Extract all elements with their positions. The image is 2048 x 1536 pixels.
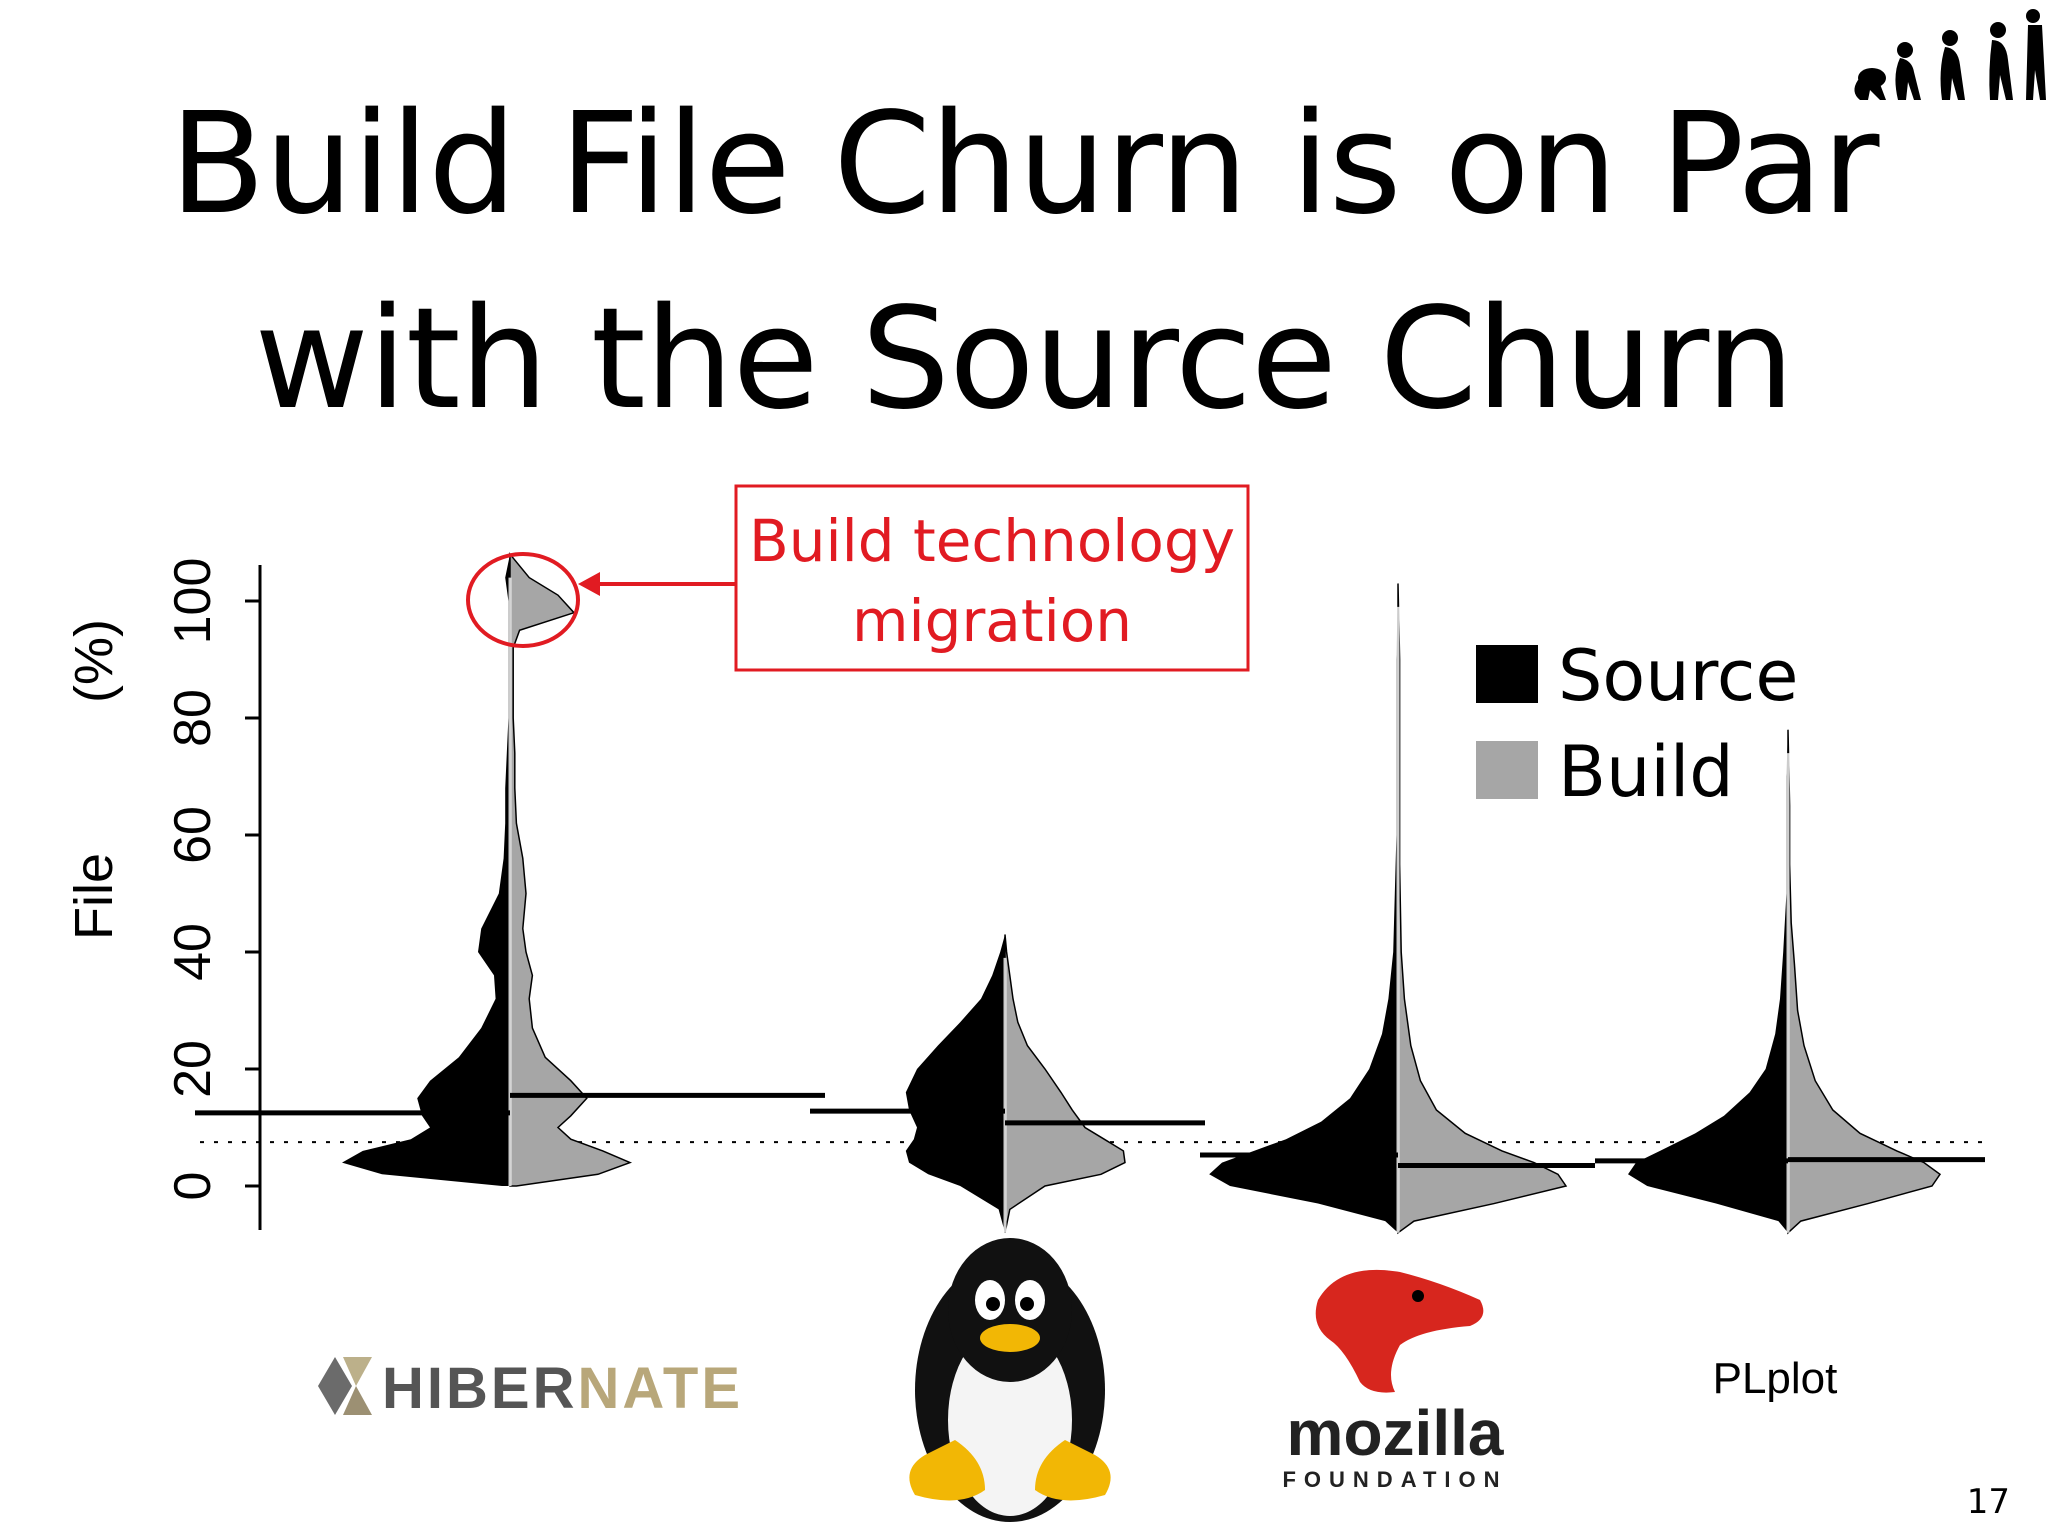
hibernate-text-part1: HIBER: [382, 1356, 577, 1421]
plplot-logo-text: PLplot: [1713, 1354, 1838, 1403]
annotation-ellipse: [466, 552, 580, 648]
violin-build-hibernate: [509, 552, 633, 1187]
y-tick-label-100: 100: [164, 558, 222, 645]
mozilla-logo: mozilla FOUNDATION: [1282, 1269, 1507, 1492]
hibernate-mark-icon: [318, 1357, 352, 1415]
violin-source-mozilla: [1209, 583, 1398, 1233]
y-ticks: 0 20 40 60 80 100: [164, 558, 260, 1201]
y-axis-label: File (%): [64, 619, 124, 940]
violin-build-plplot: [1787, 729, 1942, 1235]
page-number: 17: [1966, 1482, 2010, 1522]
svg-text:HIBERNATE: HIBERNATE: [382, 1356, 743, 1421]
annotation-box: [734, 484, 1250, 672]
mozilla-foundation-text: FOUNDATION: [1282, 1467, 1507, 1492]
y-tick-label-20: 20: [164, 1040, 222, 1098]
slide-title-line1: Build File Churn is on Par: [169, 83, 1880, 246]
legend-swatch-source: [1476, 645, 1538, 703]
violin-source-plplot: [1628, 729, 1788, 1233]
tux-penguin-icon: [909, 1238, 1111, 1522]
slide-title-line2: with the Source Churn: [254, 278, 1794, 441]
legend: Source Build: [1476, 635, 1798, 813]
hibernate-text-part2: NATE: [577, 1356, 743, 1421]
mozilla-dino-icon: [1315, 1269, 1484, 1393]
hibernate-logo: HIBERNATE: [318, 1356, 743, 1421]
violin-source-linux: [905, 934, 1005, 1233]
violins: [195, 552, 1985, 1235]
violin-build-linux: [1004, 934, 1126, 1233]
y-tick-label-40: 40: [164, 923, 222, 981]
annotation-line2: migration: [852, 587, 1132, 655]
y-tick-label-0: 0: [164, 1172, 222, 1201]
mozilla-text: mozilla: [1287, 1397, 1504, 1469]
y-tick-label-60: 60: [164, 806, 222, 864]
y-tick-label-80: 80: [164, 689, 222, 747]
annotation-arrow-head: [578, 572, 600, 596]
legend-swatch-build: [1476, 741, 1538, 799]
legend-label-build: Build: [1558, 731, 1734, 813]
annotation-line1: Build technology: [749, 507, 1235, 575]
violin-source-hibernate: [342, 554, 510, 1186]
evolution-icon: [1854, 9, 2046, 100]
legend-label-source: Source: [1558, 635, 1798, 717]
